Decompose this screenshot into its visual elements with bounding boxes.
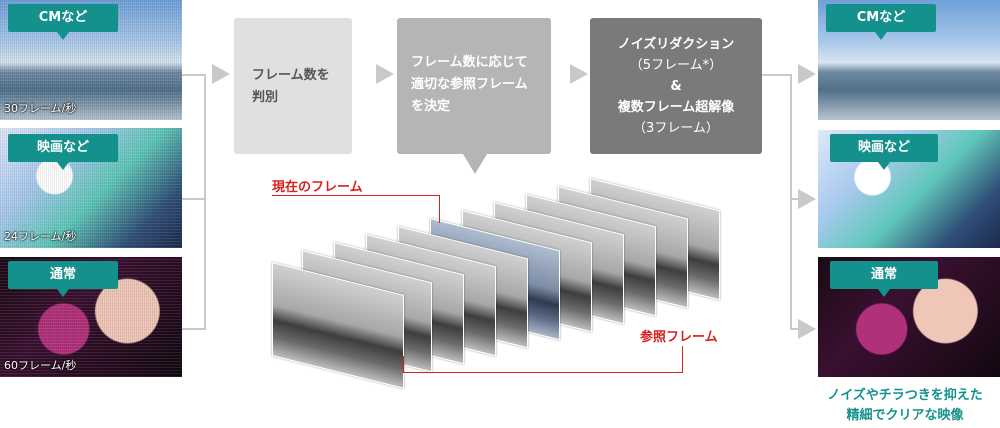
step-detect-box: フレーム数を 判別 bbox=[234, 18, 352, 154]
step-process-line2: （5フレーム*） bbox=[629, 58, 723, 73]
output-connector-2 bbox=[790, 198, 800, 200]
reference-frame-line-v-right bbox=[682, 346, 683, 372]
input-connector-1 bbox=[182, 74, 206, 76]
input-tag-normal: 通常 bbox=[8, 261, 118, 297]
input-connector-3 bbox=[182, 328, 206, 330]
current-frame-line-h bbox=[272, 195, 440, 196]
step-process-line1: ノイズリダクション bbox=[617, 37, 735, 52]
result-line1: ノイズやチラつきを抑えた bbox=[827, 388, 983, 403]
arrow-to-output-cm bbox=[798, 64, 816, 84]
arrow-to-output-normal bbox=[798, 319, 816, 339]
step-detect-line2: 判別 bbox=[252, 90, 279, 105]
step-select-line3: を決定 bbox=[411, 99, 451, 114]
reference-frame-line-v-left bbox=[403, 356, 404, 372]
arrow-to-output-movie bbox=[798, 189, 816, 209]
output-image-normal: 通常 bbox=[818, 257, 1000, 377]
arrow-to-select bbox=[376, 64, 394, 84]
input-image-movie: 映画など 24フレーム/秒 bbox=[0, 128, 182, 248]
reference-frame-line-h bbox=[403, 372, 683, 373]
output-image-movie: 映画など bbox=[818, 130, 1000, 248]
output-tag-cm: CMなど bbox=[826, 4, 936, 40]
result-line2: 精細でクリアな映像 bbox=[846, 408, 964, 423]
step-detect-line1: フレーム数を bbox=[252, 68, 330, 83]
output-tag-movie: 映画など bbox=[830, 134, 938, 170]
output-image-cm: CMなど bbox=[818, 0, 1000, 120]
step-process-line3: & bbox=[670, 79, 682, 94]
current-frame-label: 現在のフレーム bbox=[272, 180, 363, 195]
step-select-line1: フレーム数に応じて bbox=[411, 55, 528, 70]
current-frame-line-v bbox=[439, 195, 440, 223]
input-fps-movie: 24フレーム/秒 bbox=[4, 230, 77, 243]
output-tag-normal: 通常 bbox=[830, 261, 938, 297]
step-process-box: ノイズリダクション （5フレーム*） & 複数フレーム超解像 （3フレーム） bbox=[590, 18, 762, 154]
step-select-line2: 適切な参照フレーム bbox=[411, 77, 528, 92]
input-tag-cm: CMなど bbox=[8, 4, 118, 40]
result-caption: ノイズやチラつきを抑えた 精細でクリアな映像 bbox=[810, 386, 1000, 426]
step-process-line4: 複数フレーム超解像 bbox=[617, 100, 735, 115]
input-connector-vertical bbox=[204, 74, 206, 330]
output-connector-3 bbox=[790, 328, 800, 330]
input-image-cm: CMなど 30フレーム/秒 bbox=[0, 0, 182, 120]
output-connector-top bbox=[762, 74, 792, 76]
input-tag-movie: 映画など bbox=[8, 134, 118, 170]
arrow-to-detect bbox=[212, 64, 230, 84]
input-fps-cm: 30フレーム/秒 bbox=[4, 102, 77, 115]
reference-frame-label: 参照フレーム bbox=[640, 330, 718, 345]
arrow-to-process bbox=[570, 64, 588, 84]
step-select-box: フレーム数に応じて 適切な参照フレーム を決定 bbox=[397, 18, 551, 174]
step-select-pointer bbox=[463, 154, 487, 174]
output-connector-vertical bbox=[790, 74, 792, 330]
input-connector-2 bbox=[182, 198, 206, 200]
input-fps-normal: 60フレーム/秒 bbox=[4, 359, 77, 372]
input-image-normal: 通常 60フレーム/秒 bbox=[0, 257, 182, 377]
step-process-line5: （3フレーム） bbox=[633, 121, 719, 136]
